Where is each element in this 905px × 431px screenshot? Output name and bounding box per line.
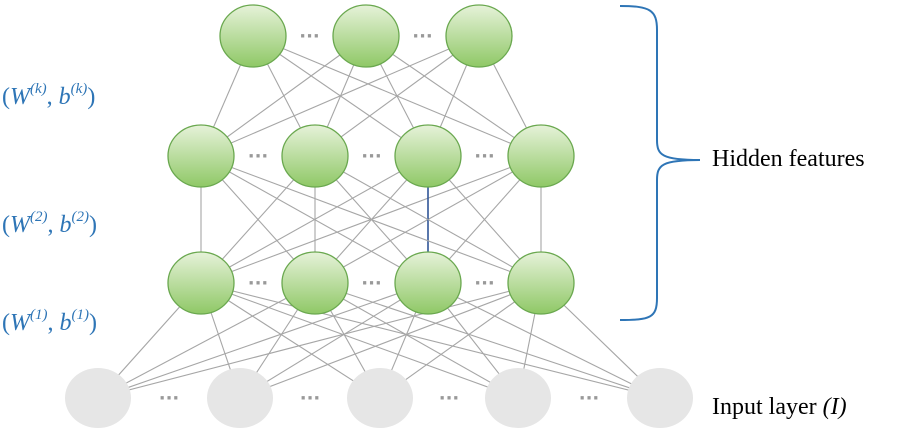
input-ellipsis-4: ··· [579, 388, 600, 409]
hidden-2-node-1 [167, 124, 235, 188]
edge [314, 282, 661, 399]
edge [252, 35, 429, 157]
input-ellipsis-2: ··· [300, 388, 321, 409]
hidden-2-node-2 [281, 124, 349, 188]
hidden-1-node-2 [281, 251, 349, 315]
edge [239, 282, 429, 399]
edge [200, 282, 519, 399]
edge [314, 155, 542, 284]
input-layer-label: Input layer (I) [712, 394, 847, 421]
input-ellipsis-1: ··· [159, 388, 180, 409]
hidden-k-ellipsis-2: ··· [412, 26, 433, 47]
hidden-1-node-1 [167, 251, 235, 315]
input-node-2 [207, 368, 273, 428]
hidden-2-ellipsis-1: ··· [248, 146, 269, 167]
edge [200, 282, 381, 399]
input-layer-text: Input layer [712, 394, 817, 420]
hidden-features-label: Hidden features [712, 146, 865, 172]
edge [252, 35, 542, 157]
hidden-k-node-1 [219, 4, 287, 68]
hidden-1-ellipsis-1: ··· [248, 273, 269, 294]
input-node-3 [347, 368, 413, 428]
edge [200, 155, 429, 284]
hidden-1-node-4 [507, 251, 575, 315]
hidden-2-node-4 [507, 124, 575, 188]
layer-nodes [65, 4, 693, 428]
input-ellipsis-3: ··· [439, 388, 460, 409]
connection-edges [97, 35, 661, 399]
hidden-2-node-3 [394, 124, 462, 188]
input-layer-symbol: (I) [822, 394, 847, 420]
edge [239, 282, 542, 399]
ellipsis-dots: ··· ··· ··· ··· ··· ··· ··· ··· ··· ··· ··· ··· [159, 26, 600, 409]
hidden-features-brace [619, 5, 701, 321]
param-label-k: (W(k), b(k)) [2, 81, 96, 111]
hidden-1-ellipsis-3: ··· [474, 273, 495, 294]
hidden-1-node-3 [394, 251, 462, 315]
input-node-5 [627, 368, 693, 428]
edge [314, 282, 519, 399]
edge [427, 282, 661, 399]
hidden-k-node-2 [332, 4, 400, 68]
hidden-2-ellipsis-3: ··· [474, 146, 495, 167]
hidden-k-node-3 [445, 4, 513, 68]
hidden-k-ellipsis-1: ··· [299, 26, 320, 47]
edge [200, 282, 661, 399]
input-node-4 [485, 368, 551, 428]
hidden-2-ellipsis-2: ··· [361, 146, 382, 167]
param-label-2: (W(2), b(2)) [2, 209, 97, 239]
input-node-1 [65, 368, 131, 428]
hidden-1-ellipsis-2: ··· [361, 273, 382, 294]
edge [200, 155, 542, 284]
edge [379, 282, 542, 399]
edge [365, 35, 542, 157]
param-label-1: (W(1), b(1)) [2, 307, 97, 337]
